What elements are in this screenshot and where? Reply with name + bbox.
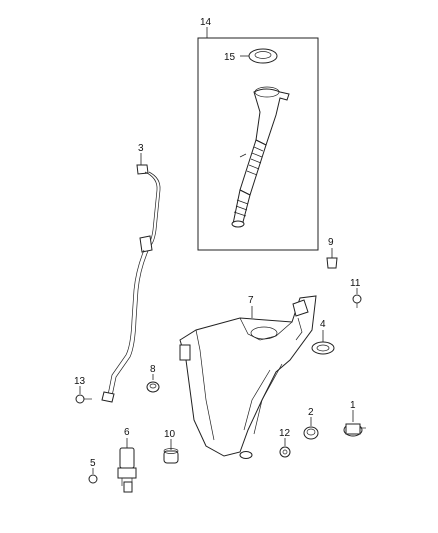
callout-14: 14 xyxy=(200,17,212,28)
callout-1: 1 xyxy=(350,400,356,411)
callout-15: 15 xyxy=(224,52,236,63)
part-12-nut[interactable] xyxy=(279,438,291,458)
callout-5: 5 xyxy=(90,458,96,469)
part-9-fitting[interactable] xyxy=(326,248,338,269)
callout-8: 8 xyxy=(150,364,156,375)
part-10-pump-grommet[interactable] xyxy=(163,439,179,464)
part-4-grommet[interactable] xyxy=(311,330,335,355)
part-2-grommet[interactable] xyxy=(303,417,319,440)
callout-13: 13 xyxy=(74,376,86,387)
callout-4: 4 xyxy=(320,319,326,330)
part-6-washer-pump[interactable] xyxy=(117,438,137,493)
callout-12: 12 xyxy=(279,428,291,439)
part-8-grommet[interactable] xyxy=(146,374,160,393)
callout-11: 11 xyxy=(350,278,361,289)
callout-9: 9 xyxy=(328,237,334,248)
callout-3: 3 xyxy=(138,143,144,154)
part-11-push-pin[interactable] xyxy=(352,288,362,308)
part-14-filler-neck[interactable] xyxy=(231,86,290,228)
callout-10: 10 xyxy=(164,429,176,440)
part-5-screw[interactable] xyxy=(88,468,98,484)
callout-2: 2 xyxy=(308,407,314,418)
part-15-filler-cap[interactable] xyxy=(240,48,278,64)
part-7-washer-reservoir[interactable] xyxy=(179,295,317,459)
filler-neck-inset-box xyxy=(197,37,319,251)
part-3-washer-hose[interactable] xyxy=(101,153,161,403)
part-1-level-sensor[interactable] xyxy=(343,410,366,437)
callout-6: 6 xyxy=(124,427,130,438)
callout-7: 7 xyxy=(248,295,254,306)
part-13-clip[interactable] xyxy=(75,386,92,404)
